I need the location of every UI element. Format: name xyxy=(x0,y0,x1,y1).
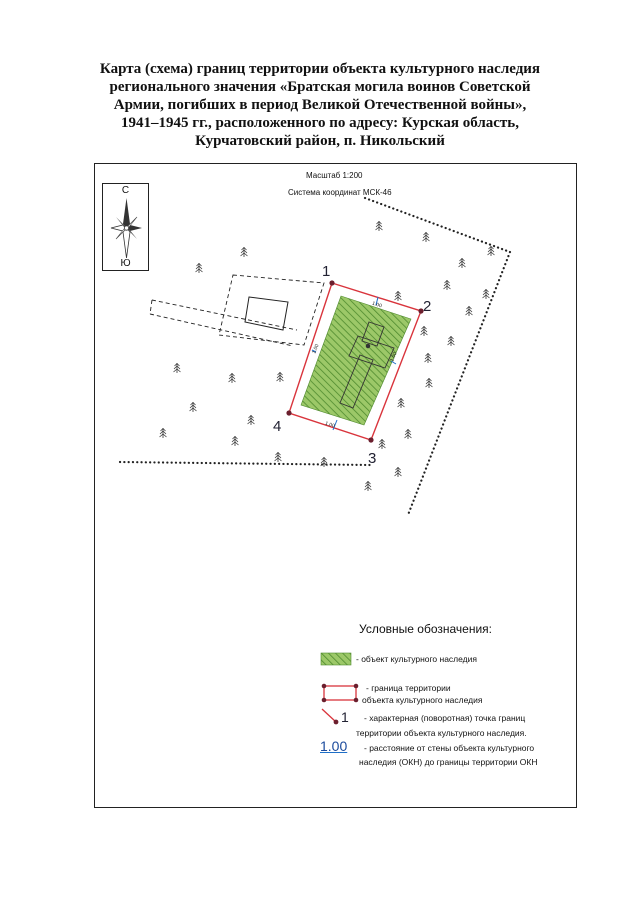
corner-point-2 xyxy=(418,308,424,314)
corner-point-4 xyxy=(286,410,292,416)
title-line: 1941–1945 гг., расположенного по адресу:… xyxy=(121,115,519,131)
compass-north-label: С xyxy=(121,185,130,196)
corner-point-3 xyxy=(368,437,374,443)
title-line: Армии, погибших в период Великой Отечест… xyxy=(113,97,527,113)
coordinate-system: Система координат МСК-46 xyxy=(288,188,392,197)
compass: С Ю xyxy=(102,183,149,271)
compass-rose-icon xyxy=(110,198,142,259)
corner-points xyxy=(286,280,424,443)
title-line: регионального значения «Братская могила … xyxy=(109,79,531,95)
title-line: Курчатовский район, п. Никольский xyxy=(195,133,445,149)
legend-boundary-label-2: объекта культурного наследия xyxy=(362,695,483,705)
legend-point-swatch xyxy=(321,708,339,725)
map-scale: Масштаб 1:200 xyxy=(306,171,363,180)
legend-distance-value: 1.00 xyxy=(320,738,348,754)
point-label-1: 1 xyxy=(322,263,331,280)
point-label-2: 2 xyxy=(423,298,432,315)
legend-distance-label-2: наследия (ОКН) до границы территории ОКН xyxy=(359,757,538,767)
legend-boundary-swatch xyxy=(321,683,359,703)
building-outline xyxy=(244,296,289,331)
legend-object-swatch xyxy=(320,652,352,666)
legend-boundary-label: - граница территории xyxy=(366,683,451,693)
corner-point-1 xyxy=(329,280,335,286)
point-label-4: 4 xyxy=(273,418,282,435)
legend-title: Условные обозначения: xyxy=(359,622,492,636)
dimension-lines xyxy=(311,296,397,431)
page-title: Карта (схема) границ территории объекта … xyxy=(60,60,580,150)
legend-point-label-2: территории объекта культурного наследия. xyxy=(356,728,527,738)
legend-point-label: - характерная (поворотная) точка границ xyxy=(364,713,526,723)
map-frame xyxy=(94,163,577,808)
fence-lines xyxy=(118,196,512,517)
compass-south-label: Ю xyxy=(120,258,131,269)
dashed-structures xyxy=(149,274,325,347)
legend-object-label: - объект культурного наследия xyxy=(356,654,477,664)
title-line: Карта (схема) границ территории объекта … xyxy=(99,61,541,77)
point-label-3: 3 xyxy=(368,450,377,467)
legend-distance-label: - расстояние от стены объекта культурног… xyxy=(364,743,535,753)
legend-point-number: 1 xyxy=(341,709,349,725)
monument-outline xyxy=(339,321,395,409)
